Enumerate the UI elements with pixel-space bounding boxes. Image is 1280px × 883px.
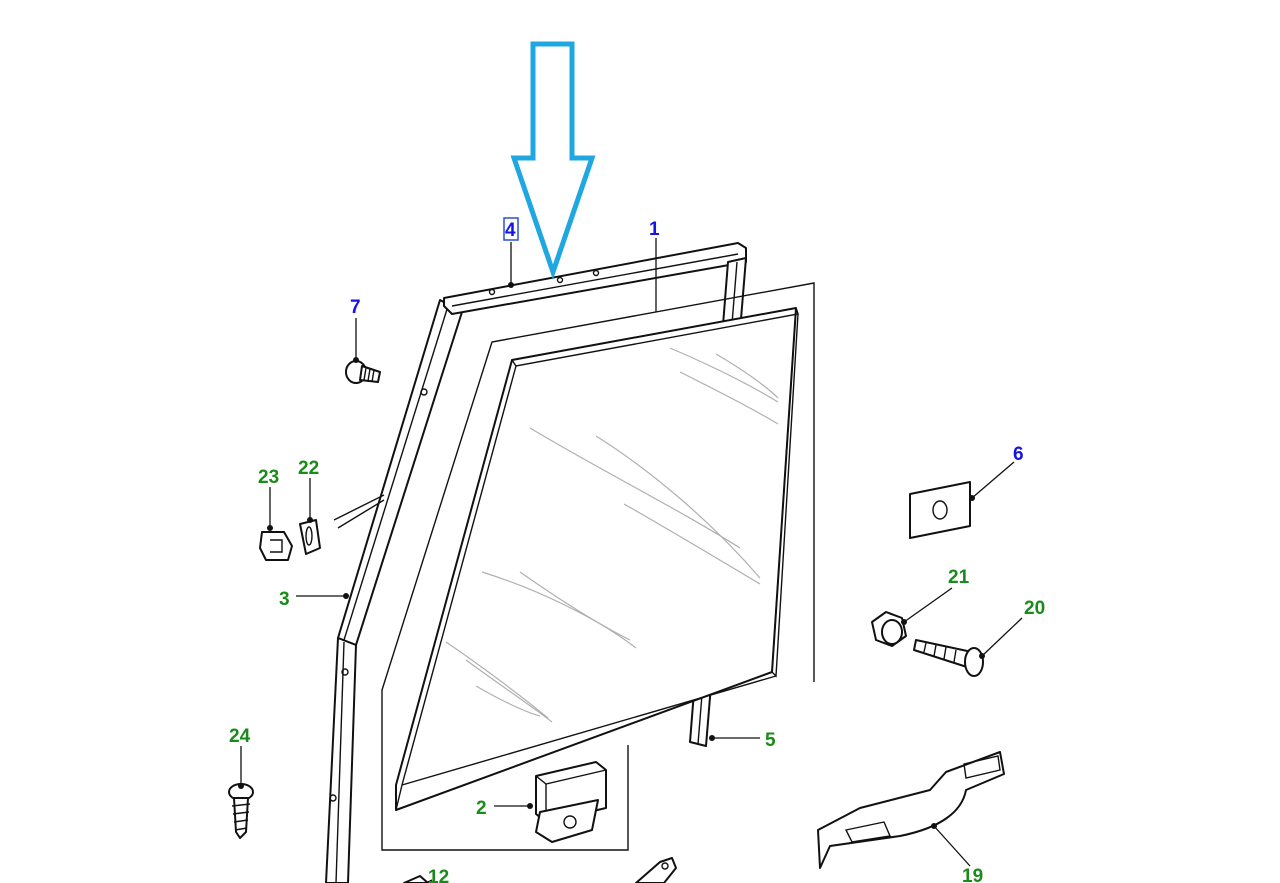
callout-20: 20 <box>1024 598 1045 619</box>
top-glass-channel <box>443 242 747 315</box>
callout-23: 23 <box>258 467 279 488</box>
leader-lines <box>238 238 1023 883</box>
screw-part-20 <box>913 639 984 677</box>
nut-part-21 <box>871 611 907 647</box>
handle-part-19 <box>817 751 1005 869</box>
callout-22: 22 <box>298 458 319 479</box>
glass-assembly-outline <box>381 282 815 851</box>
callout-labels: 1 4 7 6 23 22 3 21 20 24 5 2 19 12 <box>229 217 1045 883</box>
down-arrow-icon <box>510 41 596 280</box>
callout-5: 5 <box>765 730 776 751</box>
callout-2: 2 <box>476 798 487 819</box>
door-frame-channel <box>325 299 463 883</box>
glass-pane <box>395 307 799 811</box>
callout-4-highlight-box <box>503 217 519 241</box>
clip-part-22 <box>299 519 321 555</box>
partial-part-12 <box>403 857 677 883</box>
callout-1: 1 <box>649 219 660 240</box>
callout-4: 4 <box>505 220 516 241</box>
callout-6: 6 <box>1013 444 1024 465</box>
screw-part-7 <box>345 360 381 384</box>
plate-part-6 <box>909 481 971 539</box>
callout-3: 3 <box>279 589 290 610</box>
glass-support-bracket <box>535 761 607 843</box>
callout-12: 12 <box>428 867 449 883</box>
screw-part-24 <box>228 783 254 839</box>
clip-part-23 <box>259 531 293 561</box>
callout-19: 19 <box>962 866 983 883</box>
callout-21: 21 <box>948 567 970 588</box>
callout-7: 7 <box>350 297 361 318</box>
callout-24: 24 <box>229 726 251 747</box>
